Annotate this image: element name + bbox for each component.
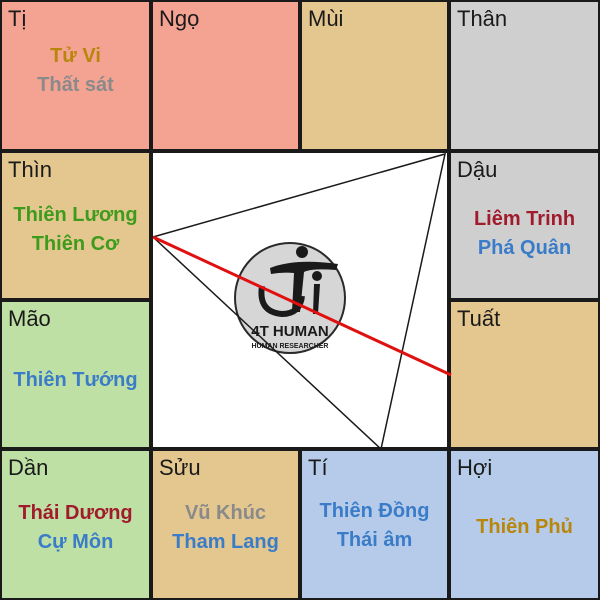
palace-name: Mão <box>8 306 51 331</box>
star-list: Liêm Trinh Phá Quân <box>451 205 598 263</box>
star-list: Thiên Tướng <box>2 366 149 395</box>
palace-dau: Dậu Liêm Trinh Phá Quân <box>449 151 600 300</box>
palace-name: Ngọ <box>159 6 200 31</box>
palace-ti-lower: Tí Thiên Đồng Thái âm <box>300 449 449 600</box>
palace-hoi: Hợi Thiên Phủ <box>449 449 600 600</box>
palace-name: Sửu <box>159 455 201 480</box>
palace-name: Thìn <box>8 157 53 182</box>
palace-mao: Mão Thiên Tướng <box>0 300 151 449</box>
logo-title: 4T HUMAN <box>251 323 329 340</box>
star-name: Thái Dương <box>18 502 133 524</box>
palace-name: Tí <box>308 455 328 480</box>
star-list: Tử Vi Thất sát <box>2 42 149 100</box>
palace-name: Tị <box>8 6 27 31</box>
palace-name: Dần <box>8 455 49 480</box>
star-name: Liêm Trinh <box>473 208 576 230</box>
palace-name: Hợi <box>457 455 493 480</box>
triangle-lines <box>151 152 446 451</box>
star-list: Thiên Phủ <box>451 513 598 542</box>
palace-suu: Sửu Vũ Khúc Tham Lang <box>151 449 300 600</box>
palace-than: Thân <box>449 0 600 151</box>
star-list: Thiên Đồng Thái âm <box>302 497 447 555</box>
star-name: Tham Lang <box>172 531 279 553</box>
palace-name: Thân <box>457 6 508 31</box>
star-name: Thiên Phủ <box>476 516 573 538</box>
logo: 4T HUMAN HUMAN RESEARCHER <box>234 242 346 354</box>
palace-dan: Dần Thái Dương Cự Môn <box>0 449 151 600</box>
palace-name: Mùi <box>308 6 344 31</box>
palace-tuat: Tuất <box>449 300 600 449</box>
palace-ngo: Ngọ <box>151 0 300 151</box>
palace-ti-upper: Tị Tử Vi Thất sát <box>0 0 151 151</box>
palace-name: Dậu <box>457 157 498 182</box>
star-name: Cự Môn <box>37 531 114 553</box>
star-name: Phá Quân <box>477 237 572 259</box>
star-name: Thiên Đồng <box>319 500 430 522</box>
star-name: Thiên Cơ <box>31 233 120 255</box>
star-name: Thất sát <box>37 74 114 96</box>
red-connector-line <box>152 235 452 377</box>
star-list: Thái Dương Cự Môn <box>2 499 149 557</box>
star-name: Thiên Lương <box>13 204 138 226</box>
palace-name: Tuất <box>457 306 501 331</box>
logo-subtitle: HUMAN RESEARCHER <box>251 343 328 350</box>
star-name: Tử Vi <box>50 45 101 67</box>
star-name: Thái âm <box>336 529 413 551</box>
palace-thin: Thìn Thiên Lương Thiên Cơ <box>0 151 151 300</box>
logo-circle <box>234 242 346 354</box>
palace-mui: Mùi <box>300 0 449 151</box>
star-name: Vũ Khúc <box>184 502 267 524</box>
star-list: Thiên Lương Thiên Cơ <box>2 201 149 259</box>
star-list: Vũ Khúc Tham Lang <box>153 499 298 557</box>
star-name: Thiên Tướng <box>13 369 138 391</box>
